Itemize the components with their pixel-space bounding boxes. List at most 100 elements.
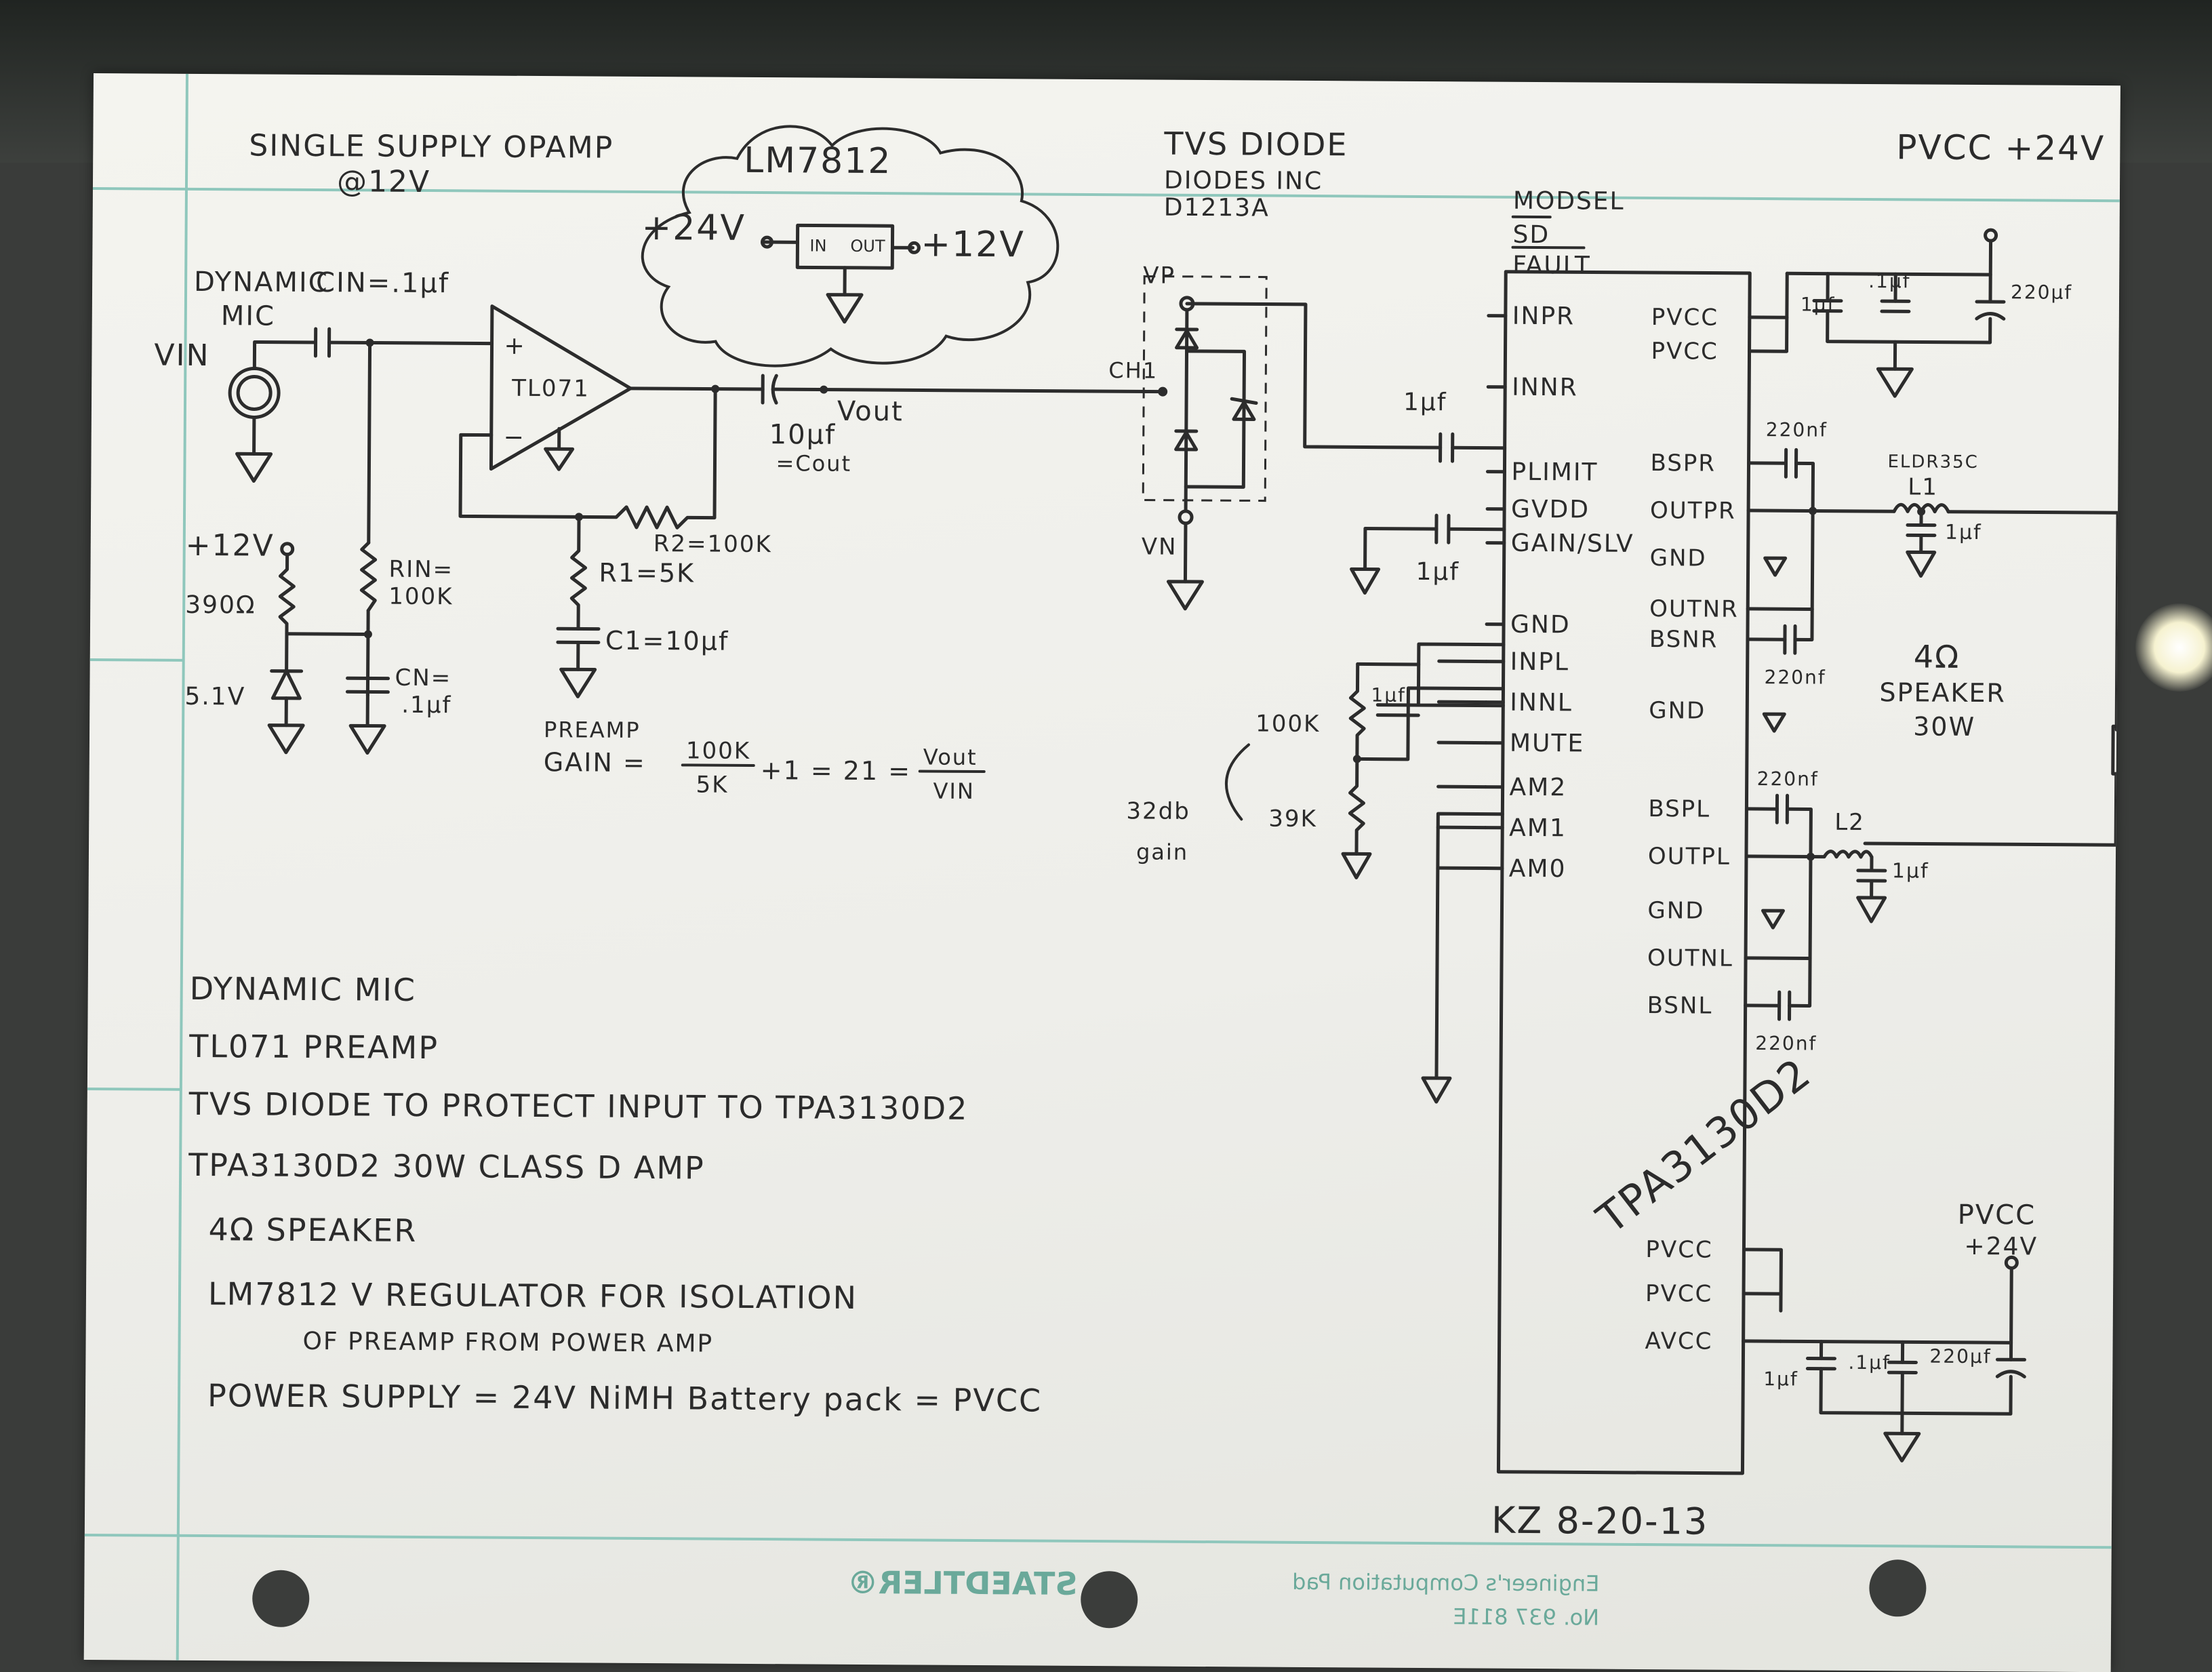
opamp-note-line2: @12V: [337, 164, 430, 199]
chip-right-pin-bspl-8: BSPL: [1648, 795, 1710, 823]
binder-hole-middle: [1081, 1571, 1138, 1629]
tvs-title: TVS DIODE: [1163, 125, 1348, 163]
chip-right-pin-pvcc-1: PVCC: [1651, 338, 1718, 365]
pvcc-bottom-label: PVCC: [1958, 1199, 2036, 1231]
pad-brand: STAEDTLER®: [847, 1564, 1078, 1602]
speaker-power: 30W: [1913, 711, 1975, 742]
chip-right-pin-bsnr-6: BSNR: [1649, 626, 1718, 654]
signature-date: KZ 8-20-13: [1491, 1499, 1709, 1543]
bsnl-cap-label: 220nf: [1755, 1032, 1817, 1055]
inpr-cap-label: 1µf: [1403, 389, 1447, 416]
gain-vout: Vout: [923, 744, 978, 770]
gain-r-bottom: 39K: [1268, 805, 1317, 833]
chip-left-pin-gainslv: GAIN/SLV: [1511, 530, 1634, 558]
zener-label: 5.1V: [184, 683, 245, 711]
chip-right-pin-bspr-2: BSPR: [1650, 450, 1716, 477]
schematic-drawing: SINGLE SUPPLY OPAMP @12V LM7812 +24V +12…: [84, 73, 2120, 1672]
opamp-note-line1: SINGLE SUPPLY OPAMP: [249, 128, 614, 165]
chip-right-pin-pvcc-13: PVCC: [1645, 1236, 1712, 1264]
vout-label: Vout: [837, 396, 904, 428]
inductor-part-label: ELDR35C: [1887, 452, 1978, 473]
c1-label: C1=10µf: [605, 626, 729, 656]
speaker-label: SPEAKER: [1879, 677, 2006, 708]
decouple-bottom-3: 220µf: [1929, 1345, 1991, 1368]
gain-equation-end: +1 = 21 =: [761, 755, 912, 786]
note-line-3: TVS DIODE TO PROTECT INPUT TO TPA3130D2: [188, 1086, 969, 1127]
tvs-part: D1213A: [1164, 194, 1270, 222]
chip-left-pin-gvdd: GVDD: [1511, 496, 1590, 524]
l1-label: L1: [1908, 473, 1938, 500]
pvcc-top-label: PVCC +24V: [1896, 127, 2105, 168]
binder-hole-right: [1869, 1559, 1927, 1617]
note-line-2: TL071 PREAMP: [188, 1028, 439, 1066]
chip-right-pin-outnr-5: OUTNR: [1649, 595, 1739, 623]
vp-label: VP: [1143, 262, 1175, 289]
tvs-maker: DIODES INC: [1164, 167, 1323, 195]
cn-value: .1µf: [401, 692, 451, 719]
regulator-output-voltage: +12V: [921, 224, 1025, 265]
decouple-top-3: 220µf: [2011, 281, 2072, 304]
opamp-minus: −: [504, 424, 524, 452]
binder-hole-left: [252, 1570, 310, 1627]
note-line-5: 4Ω SPEAKER: [208, 1211, 417, 1249]
pad-title: Engineer's Computation Pad: [1292, 1569, 1599, 1597]
filter-l-cap-label: 1µf: [1892, 859, 1929, 883]
speaker-impedance: 4Ω: [1914, 638, 1960, 675]
regulator-input-voltage: +24V: [641, 207, 746, 249]
gain-equation-start: GAIN =: [544, 747, 646, 778]
bspl-cap-label: 220nf: [1757, 768, 1819, 791]
amplifier-chip-name: TPA3130D2: [1587, 1048, 1820, 1244]
decouple-top-2: .1µf: [1868, 270, 1911, 292]
chip-left-pin-inpl: INPL: [1510, 648, 1570, 677]
r390-label: 390Ω: [185, 591, 256, 620]
note-line-4: TPA3130D2 30W CLASS D AMP: [188, 1147, 705, 1187]
chip-right-pin-outpr-3: OUTPR: [1650, 497, 1736, 525]
note-line-6: LM7812 V REGULATOR FOR ISOLATION: [208, 1275, 858, 1316]
bsnr-cap-label: 220nf: [1765, 666, 1826, 689]
chip-right-pin-avcc-15: AVCC: [1645, 1328, 1712, 1355]
chip-left-pin-am0: AM0: [1509, 855, 1567, 883]
bspr-cap-label: 220nf: [1766, 418, 1828, 441]
note-line-7: OF PREAMP FROM POWER AMP: [302, 1328, 713, 1358]
ground-symbol: [828, 295, 862, 322]
chip-right-pin-gnd-7: GND: [1649, 697, 1706, 725]
notes-block: DYNAMIC MIC TL071 PREAMP TVS DIODE TO PROT…: [186, 970, 1045, 1419]
note-line-1: DYNAMIC MIC: [190, 970, 417, 1008]
speaker-symbol: [2113, 726, 2120, 774]
pvcc-bottom-voltage: +24V: [1964, 1233, 2038, 1261]
chip-right-pin-bsnl-12: BSNL: [1647, 992, 1713, 1020]
vn-label: VN: [1142, 533, 1178, 560]
opamp-plus: +: [504, 332, 524, 360]
chip-left-pin-am1: AM1: [1509, 814, 1567, 843]
l2-label: L2: [1834, 809, 1865, 836]
mic-label-line1: DYNAMIC: [194, 266, 329, 298]
chip-left-pin-mute: MUTE: [1510, 730, 1584, 758]
left-pin-group: MODSELSDFAULTINPRINNRPLIMITGVDDGAIN/SLVG…: [1438, 186, 1636, 883]
chip-left-pin-innl: INNL: [1510, 689, 1573, 717]
pad-number: No. 937 811E: [1453, 1604, 1599, 1630]
cout-label: =Cout: [776, 450, 851, 477]
cn-label: CN=: [395, 664, 451, 692]
rin-value: 100K: [388, 583, 453, 611]
cout-value: 10µf: [769, 419, 837, 451]
innr-cap-label: 1µf: [1415, 558, 1460, 586]
chip-left-pin-inpr: INPR: [1512, 302, 1575, 331]
vin-label: VIN: [154, 338, 209, 373]
chip-right-pin-outnl-11: OUTNL: [1647, 944, 1733, 972]
chip-left-pin-gnd: GND: [1510, 611, 1571, 639]
gain-r-top: 100K: [1255, 710, 1320, 738]
chip-right-pin-gnd-10: GND: [1647, 897, 1704, 925]
filter-r-cap-label: 1µf: [1945, 521, 1982, 544]
gain-setting-label: gain: [1136, 839, 1188, 864]
gvdd-cap-label: 1µf: [1371, 684, 1406, 706]
decouple-top-1: 1µf: [1801, 293, 1836, 315]
decouple-bottom-2: .1µf: [1848, 1351, 1891, 1374]
regulator-name: LM7812: [744, 140, 892, 182]
r1-label: R1=5K: [599, 558, 695, 589]
gain-vin: VIN: [933, 778, 974, 804]
chip-left-pin-sd: SD: [1512, 221, 1550, 249]
chip-left-pin-modsel: MODSEL: [1513, 187, 1625, 216]
rin-label: RIN=: [388, 556, 454, 584]
r2-label: R2=100K: [653, 530, 772, 558]
cin-label: CIN=.1µf: [316, 267, 449, 299]
